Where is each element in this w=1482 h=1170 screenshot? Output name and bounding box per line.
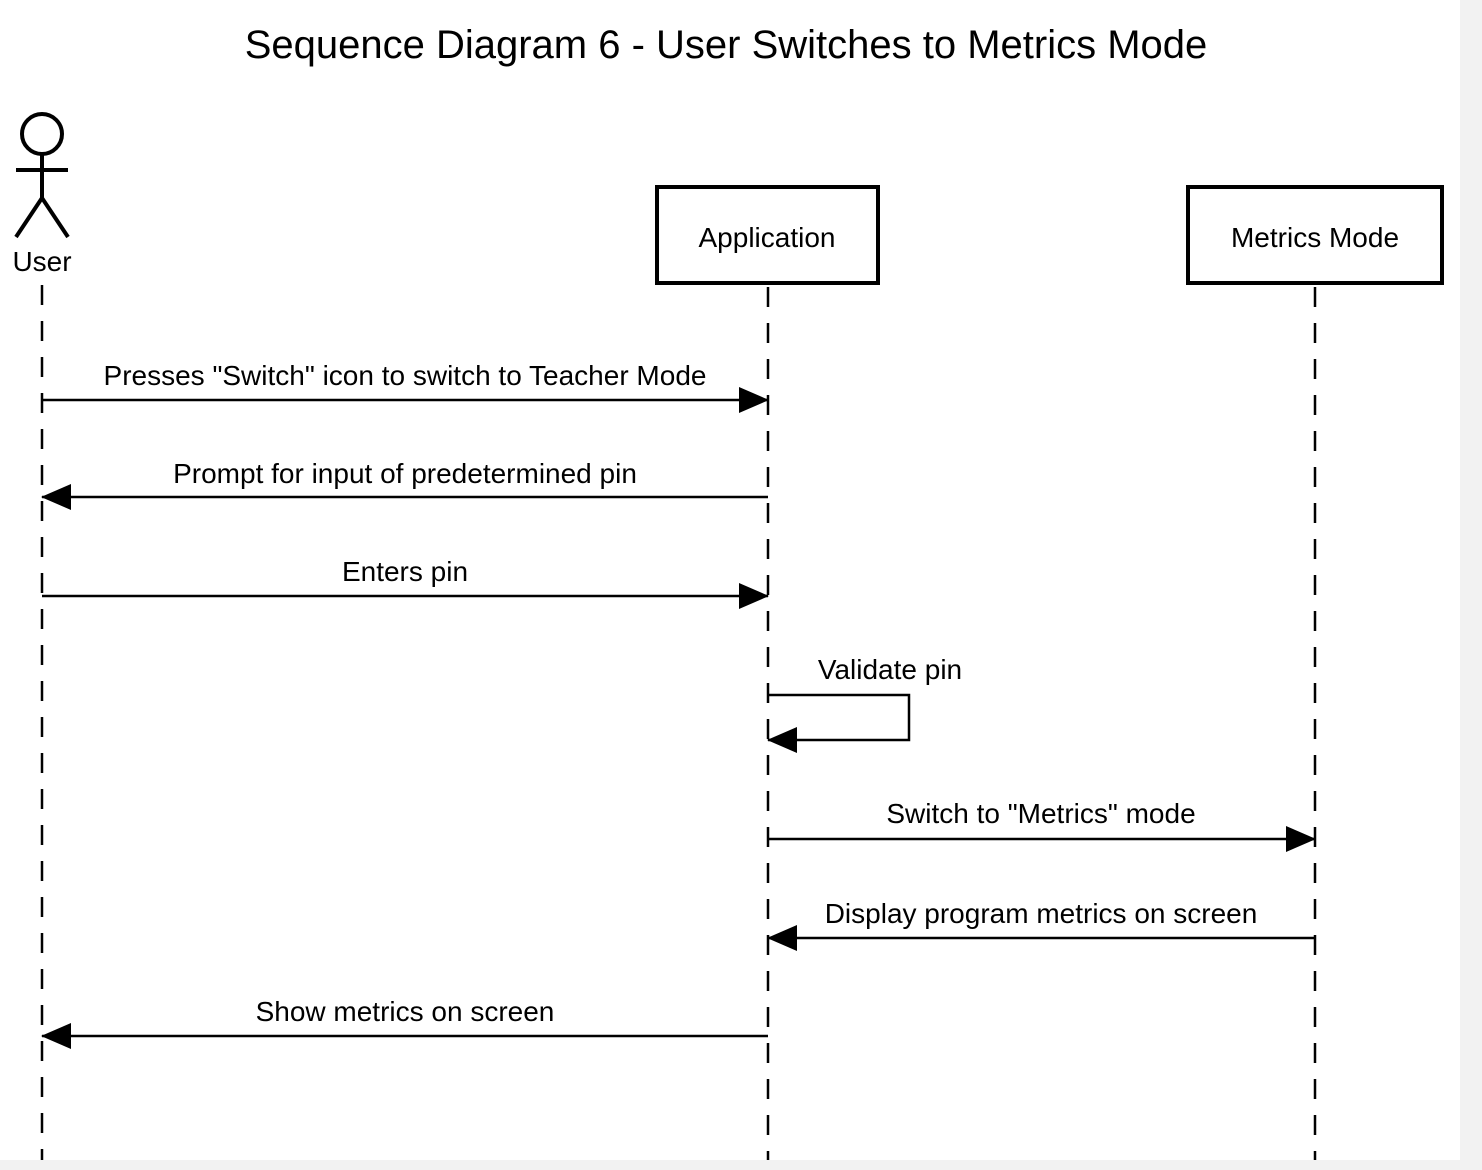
message-7-label: Show metrics on screen — [256, 996, 555, 1027]
message-4-self-arrow — [767, 693, 911, 753]
message-4-label: Validate pin — [818, 654, 962, 685]
participant-user-label: User — [12, 246, 71, 277]
participant-metrics-box — [1186, 185, 1444, 285]
message-2-label: Prompt for input of predetermined pin — [173, 458, 637, 489]
participant-application-box — [655, 185, 880, 285]
message-1-label: Presses "Switch" icon to switch to Teach… — [104, 360, 707, 391]
message-3-label: Enters pin — [342, 556, 468, 587]
actor-user-icon — [14, 112, 70, 239]
participant-application-label: Application — [699, 222, 836, 253]
message-6-label: Display program metrics on screen — [825, 898, 1258, 929]
sequence-diagram: Sequence Diagram 6 - User Switches to Me… — [12, 23, 1444, 1160]
message-5-label: Switch to "Metrics" mode — [886, 798, 1195, 829]
diagram-canvas: Sequence Diagram 6 - User Switches to Me… — [0, 0, 1460, 1160]
diagram-title: Sequence Diagram 6 - User Switches to Me… — [245, 23, 1208, 67]
participant-metrics-label: Metrics Mode — [1231, 222, 1399, 253]
